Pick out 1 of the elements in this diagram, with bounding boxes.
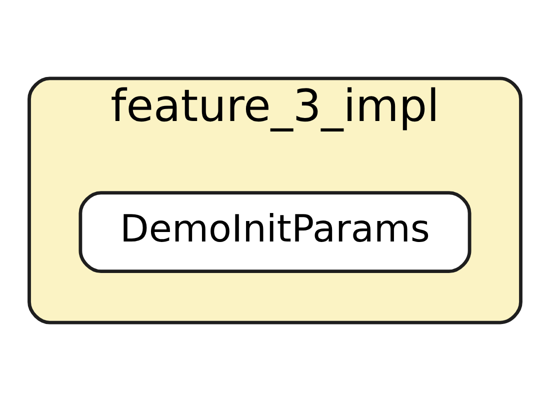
node-box: DemoInitParams [78, 191, 472, 274]
